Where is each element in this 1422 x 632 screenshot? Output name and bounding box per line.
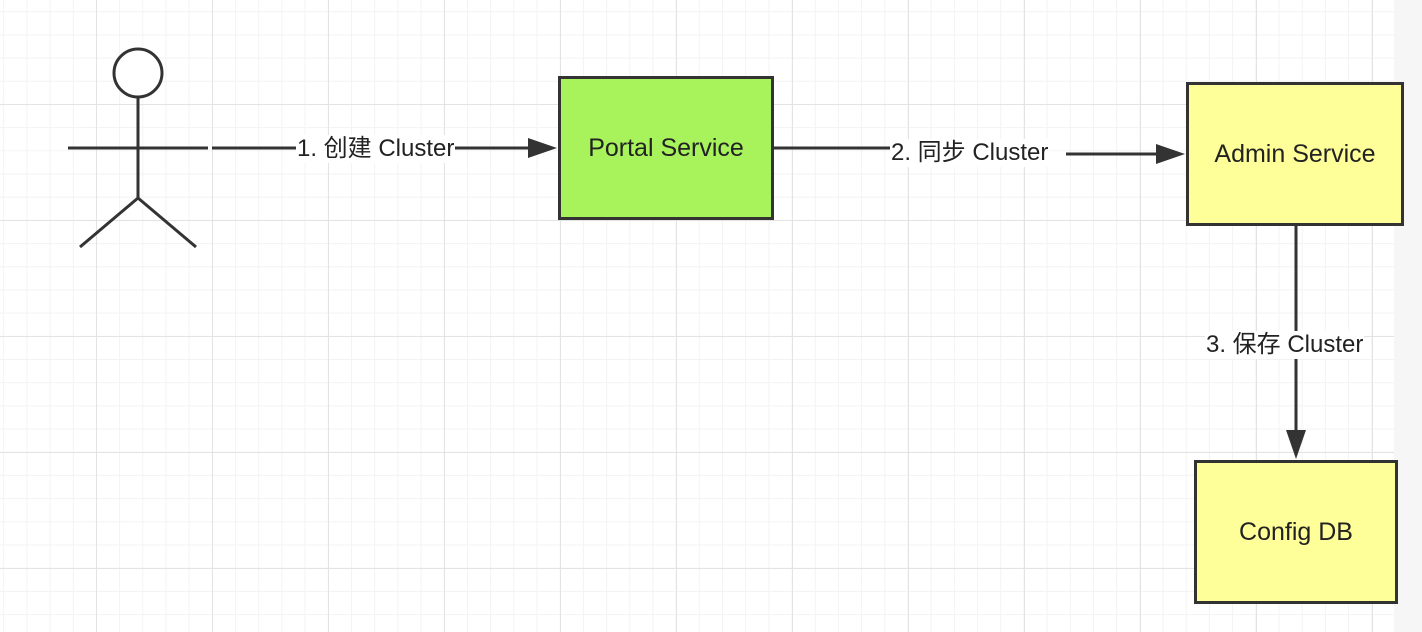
config-db-node[interactable]: Config DB (1194, 460, 1398, 604)
user-actor-icon[interactable] (68, 47, 208, 249)
edge-sync-cluster[interactable] (773, 144, 1185, 164)
config-db-label: Config DB (1239, 517, 1353, 546)
edge-save-arrowhead (1286, 430, 1306, 459)
admin-service-node[interactable]: Admin Service (1186, 82, 1404, 226)
edge-save-label: 3. 保存 Cluster (1205, 331, 1365, 359)
actor-head (112, 47, 164, 99)
edge-sync-arrowhead (1156, 144, 1185, 164)
edge-sync-label: 2. 同步 Cluster (890, 139, 1050, 167)
edge-create-label: 1. 创建 Cluster (296, 135, 456, 163)
portal-service-label: Portal Service (588, 133, 744, 162)
admin-service-label: Admin Service (1214, 139, 1376, 168)
portal-service-node[interactable]: Portal Service (558, 76, 774, 220)
actor-left-leg (79, 196, 139, 249)
actor-right-leg (137, 196, 197, 249)
edge-save-cluster[interactable] (1286, 226, 1306, 459)
edge-create-arrowhead (528, 138, 557, 158)
